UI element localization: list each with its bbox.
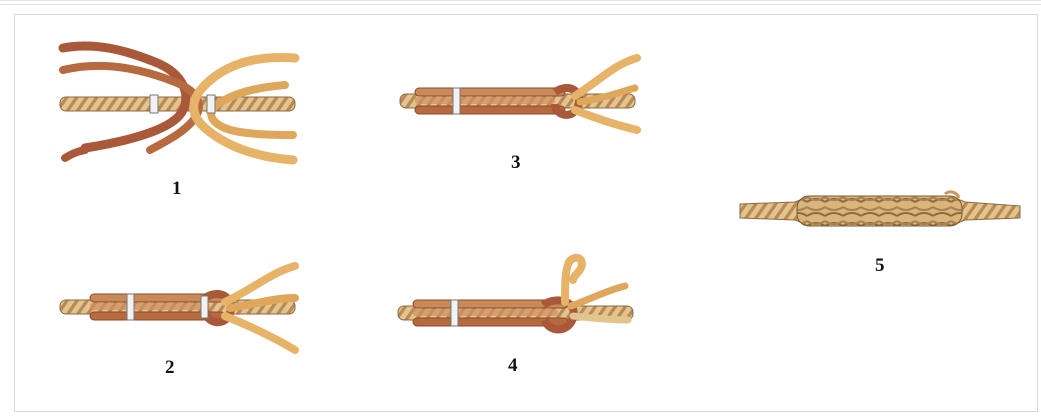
- step-number-1: 1: [172, 178, 182, 200]
- step-number-3: 3: [511, 152, 521, 174]
- splice-step-3-illustration: [395, 50, 645, 140]
- splice-step-5-illustration: [735, 188, 1025, 233]
- splice-step-2-illustration: [55, 258, 305, 368]
- top-border: [0, 0, 1041, 5]
- splice-step-1-illustration: [55, 40, 305, 170]
- splice-step-4-illustration: [393, 250, 643, 350]
- step-number-2: 2: [165, 357, 175, 379]
- step-number-4: 4: [508, 355, 518, 377]
- step-number-5: 5: [875, 255, 885, 277]
